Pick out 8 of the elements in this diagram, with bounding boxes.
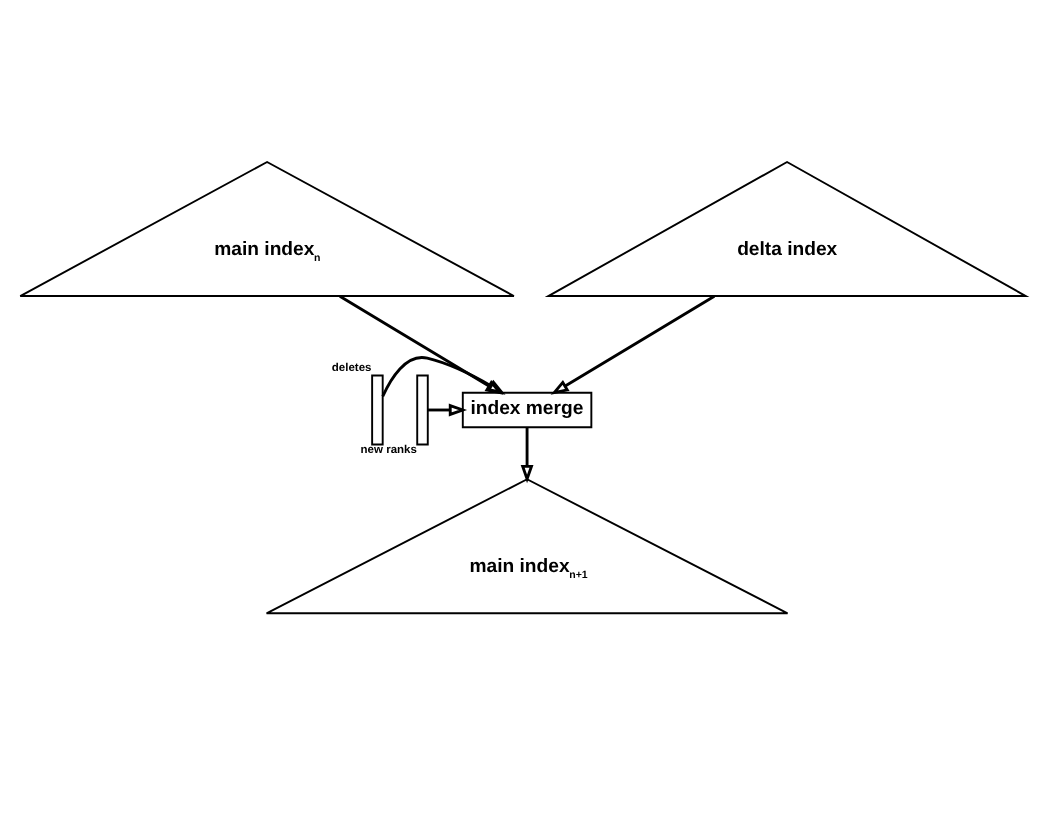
arrow — [550, 294, 716, 395]
arrow — [520, 427, 534, 484]
node-box: index merge — [461, 391, 593, 429]
node-bar — [371, 374, 384, 446]
arrow — [427, 403, 468, 417]
arrow — [381, 356, 506, 398]
arrow — [339, 294, 504, 395]
node-bar — [416, 374, 429, 446]
